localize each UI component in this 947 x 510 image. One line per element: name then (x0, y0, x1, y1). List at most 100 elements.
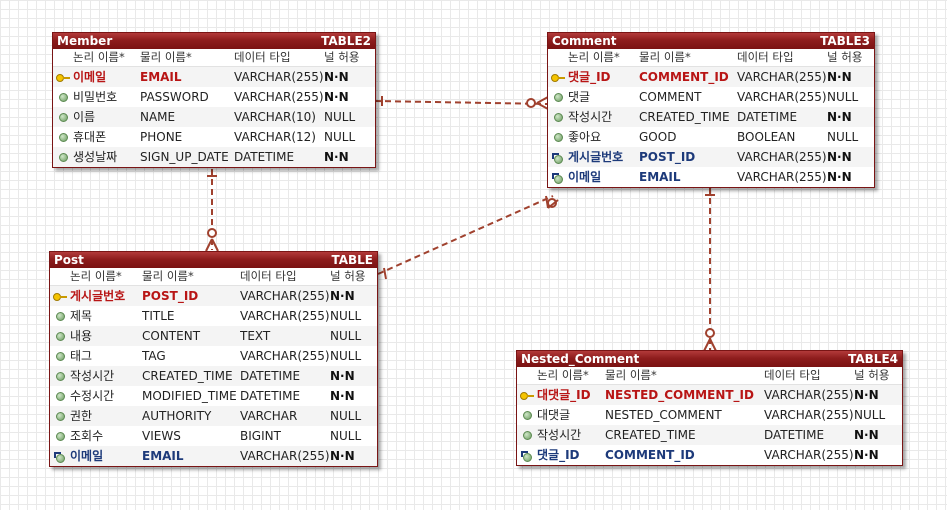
data-type: VARCHAR(255) (737, 150, 827, 164)
physical-name: MODIFIED_TIME (142, 389, 237, 403)
data-type: BOOLEAN (737, 130, 796, 144)
physical-name: COMMENT_ID (605, 448, 695, 462)
logical-name: 작성시간 (70, 369, 115, 383)
logical-name-header: 논리 이름* (73, 50, 125, 64)
physical-name: NESTED_COMMENT_ID (605, 388, 754, 402)
column-header-row: 논리 이름* 물리 이름* 데이터 타입 널 허용 (53, 49, 375, 67)
table-post[interactable]: Post TABLE 논리 이름* 물리 이름* 데이터 타입 널 허용 게시글… (49, 251, 378, 467)
foreign-key-icon (50, 446, 70, 466)
column-icon (517, 405, 537, 425)
table-member[interactable]: Member TABLE2 논리 이름* 물리 이름* 데이터 타입 널 허용 … (52, 32, 376, 168)
column-icon (548, 87, 568, 107)
physical-name: CREATED_TIME (605, 428, 696, 442)
physical-name: EMAIL (639, 170, 681, 184)
column-icon (50, 306, 70, 326)
table-header[interactable]: Comment TABLE3 (548, 33, 874, 49)
nullable-header: 널 허용 (827, 50, 863, 64)
column-icon (50, 366, 70, 386)
logical-name: 작성시간 (568, 110, 613, 124)
column-icon (53, 127, 73, 147)
logical-name: 이메일 (70, 449, 104, 463)
table-nested-comment[interactable]: Nested_Comment TABLE4 논리 이름* 물리 이름* 데이터 … (516, 350, 903, 466)
table-header[interactable]: Member TABLE2 (53, 33, 375, 49)
table-name: Post (54, 253, 84, 267)
physical-name-header: 물리 이름* (639, 50, 691, 64)
physical-name: POST_ID (142, 289, 199, 303)
table-header[interactable]: Nested_Comment TABLE4 (517, 351, 902, 367)
primary-key-icon (50, 286, 70, 306)
logical-name: 게시글번호 (70, 289, 126, 303)
nullable: N·N (827, 150, 852, 164)
nullable-header: 널 허용 (330, 269, 366, 283)
rel-member-comment (374, 100, 549, 105)
physical-name: COMMENT_ID (639, 70, 729, 84)
physical-name: PASSWORD (140, 90, 209, 104)
data-type: VARCHAR(255) (764, 388, 854, 402)
logical-name: 댓글_ID (537, 448, 580, 462)
table-tag: TABLE2 (321, 34, 371, 48)
column-header-row: 논리 이름* 물리 이름* 데이터 타입 널 허용 (548, 49, 874, 67)
column-header-row: 논리 이름* 물리 이름* 데이터 타입 널 허용 (517, 367, 902, 385)
nullable-header: 널 허용 (854, 368, 890, 382)
column-icon (50, 386, 70, 406)
data-type: DATETIME (234, 150, 295, 164)
nullable: N·N (324, 150, 349, 164)
data-type: DATETIME (764, 428, 825, 442)
column-icon (53, 147, 73, 167)
table-comment[interactable]: Comment TABLE3 논리 이름* 물리 이름* 데이터 타입 널 허용… (547, 32, 875, 188)
table-tag: TABLE3 (820, 34, 870, 48)
primary-key-icon (517, 385, 537, 405)
nullable: N·N (324, 90, 349, 104)
data-type-header: 데이터 타입 (764, 368, 821, 382)
logical-name: 대댓글 (537, 408, 571, 422)
physical-name-header: 물리 이름* (140, 50, 192, 64)
data-type: VARCHAR(255) (764, 408, 854, 422)
data-type: VARCHAR(255) (234, 70, 324, 84)
column-icon (548, 107, 568, 127)
physical-name: AUTHORITY (142, 409, 212, 423)
column-icon (50, 426, 70, 446)
nullable: NULL (330, 409, 362, 423)
table-name: Nested_Comment (521, 352, 640, 366)
logical-name-header: 논리 이름* (568, 50, 620, 64)
table-name: Comment (552, 34, 617, 48)
physical-name: CREATED_TIME (639, 110, 730, 124)
logical-name-header: 논리 이름* (70, 269, 122, 283)
column-header-row: 논리 이름* 물리 이름* 데이터 타입 널 허용 (50, 268, 377, 286)
logical-name-header: 논리 이름* (537, 368, 589, 382)
nullable: N·N (330, 449, 355, 463)
data-type: TEXT (240, 329, 271, 343)
data-type: VARCHAR(255) (240, 309, 330, 323)
nullable: N·N (330, 289, 355, 303)
data-type-header: 데이터 타입 (737, 50, 794, 64)
logical-name: 작성시간 (537, 428, 582, 442)
table-header[interactable]: Post TABLE (50, 252, 377, 268)
data-type: VARCHAR(255) (737, 170, 827, 184)
nullable: N·N (827, 170, 852, 184)
